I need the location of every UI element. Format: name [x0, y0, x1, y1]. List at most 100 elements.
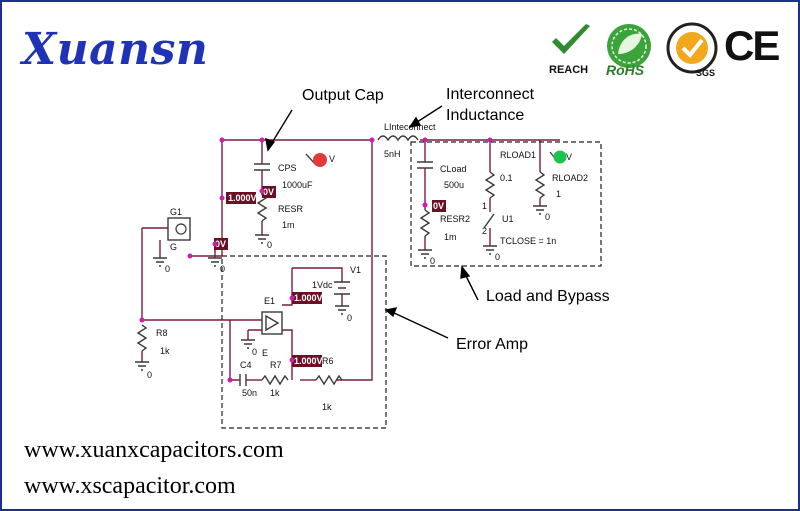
e1-amplifier-box — [261, 311, 283, 335]
leaf-icon — [607, 24, 651, 68]
sgs-logo: SGS — [664, 22, 720, 78]
ground-label: 0 — [165, 264, 170, 274]
load-bypass-annotation: Load and Bypass — [486, 288, 610, 305]
voltage-value: 0V — [263, 187, 274, 197]
feedback-wire — [336, 140, 373, 381]
error-amp-box — [221, 255, 387, 429]
brand-logo: Xuansn — [22, 24, 209, 75]
r8-value: 1k — [160, 346, 170, 356]
r8-label: R8 — [156, 328, 168, 338]
rload1-resistor — [484, 171, 496, 199]
cps-label: CPS — [278, 163, 297, 173]
resr2-resistor — [419, 209, 431, 237]
voltage-marker — [432, 200, 446, 212]
ground-label: 0 — [430, 256, 435, 266]
error-amp-annotation: Error Amp — [456, 336, 528, 353]
ce-logo: CE — [724, 22, 780, 72]
voltage-marker — [292, 292, 322, 304]
e1-fb-wire — [282, 329, 293, 380]
ground-label: 0 — [495, 252, 500, 262]
v1-value: 1Vdc — [312, 280, 333, 290]
voltage-value: 0V — [433, 201, 444, 211]
rohs-label: RoHS — [606, 62, 645, 78]
ground-icon — [208, 257, 222, 267]
voltage-value: 0V — [215, 239, 226, 249]
rload2-value: 1 — [556, 189, 561, 199]
voltage-marker — [292, 355, 322, 367]
g1-sense-wire — [141, 228, 265, 321]
voltage-value: 1.000V — [294, 356, 323, 366]
ground-label: 0 — [147, 370, 152, 380]
v1-battery — [334, 281, 350, 295]
reach-label: REACH — [549, 64, 589, 76]
voltage-marker — [214, 238, 228, 250]
cload-label: CLoad — [440, 164, 467, 174]
cps-capacitor — [254, 163, 270, 171]
r6-value: 1k — [322, 402, 332, 412]
probe-red-label: V — [329, 154, 335, 164]
resr2-value: 1m — [444, 232, 457, 242]
probe-green-icon — [553, 150, 567, 164]
e1-amplifier-symbol — [265, 314, 280, 332]
ground-icon — [135, 361, 149, 371]
load-bypass-box — [410, 141, 602, 267]
e-label: E — [262, 348, 268, 358]
rohs-logo: RoHS — [600, 22, 658, 78]
r7-value: 1k — [270, 388, 280, 398]
probe-red-icon — [313, 153, 327, 167]
sgs-seal-icon — [666, 22, 718, 74]
voltage-value: 1.000V — [228, 193, 257, 203]
tclose-label: TCLOSE = 1n — [500, 236, 556, 246]
ce-label: CE — [724, 22, 780, 69]
probe-green-label: V — [566, 152, 572, 162]
annotation-arrows — [265, 105, 479, 339]
c4-capacitor — [239, 374, 247, 386]
node-dots — [139, 137, 493, 383]
rload1-label: RLOAD1 — [500, 150, 536, 160]
u1-label: U1 — [502, 214, 514, 224]
ground-icon — [335, 305, 349, 315]
rload2-resistor — [534, 171, 546, 199]
ground-icon — [418, 249, 432, 259]
voltage-marker — [262, 186, 276, 198]
resr-resistor — [256, 194, 268, 222]
reach-logo: REACH — [546, 22, 596, 78]
website-url-2[interactable]: www.xscapacitor.com — [24, 473, 236, 499]
inductor-symbol — [377, 135, 419, 142]
cload-value: 500u — [444, 180, 464, 190]
inductance-annotation: Inductance — [446, 107, 524, 124]
u1-switch — [483, 213, 495, 229]
v1-label: V1 — [350, 265, 361, 275]
voltage-value: 1.000V — [294, 293, 323, 303]
g-label: G — [170, 242, 177, 252]
ground-label: 0 — [347, 313, 352, 323]
c4-label: C4 — [240, 360, 252, 370]
checkmark-icon — [552, 24, 590, 54]
r8-resistor — [136, 324, 148, 352]
switch-pin-1: 1 — [482, 201, 487, 211]
r6-label: R6 — [322, 356, 334, 366]
g1-source-box — [167, 217, 191, 241]
ground-label: 0 — [267, 240, 272, 250]
c4-value: 50n — [242, 388, 257, 398]
r7-label: R7 — [270, 360, 282, 370]
rload1-value: 0.1 — [500, 173, 513, 183]
interconnect-annotation: Interconnect — [446, 86, 535, 103]
e1-label: E1 — [264, 296, 275, 306]
sgs-label: SGS — [696, 68, 716, 78]
g1-source-symbol — [175, 223, 187, 235]
ground-icon — [153, 257, 167, 267]
cload-capacitor — [417, 161, 433, 169]
website-url-1[interactable]: www.xuanxcapacitors.com — [24, 437, 284, 463]
e1-ground-wire — [247, 329, 262, 340]
resr2-label: RESR2 — [440, 214, 470, 224]
inductor-value: 5nH — [384, 149, 401, 159]
ground-icon — [255, 234, 269, 244]
voltage-marker — [226, 192, 256, 204]
g1-label: G1 — [170, 207, 182, 217]
c4-wire — [229, 320, 240, 381]
resr-value: 1m — [282, 220, 295, 230]
v1-top-wire — [292, 267, 343, 282]
